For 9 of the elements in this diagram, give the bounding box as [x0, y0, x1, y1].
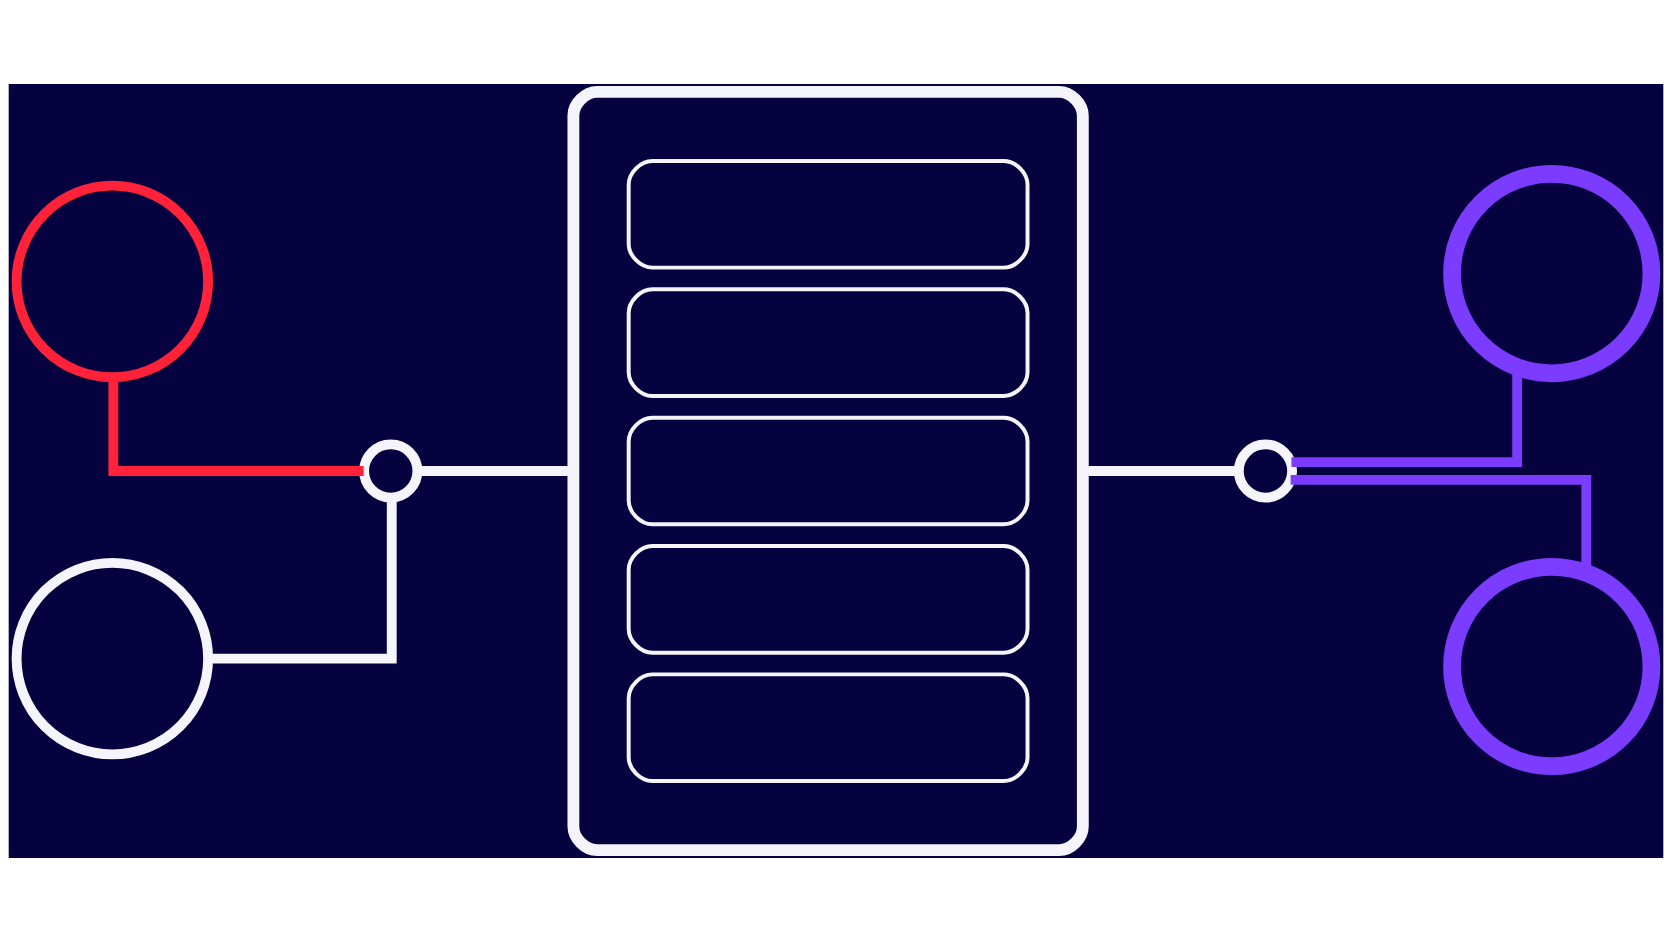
- node-circle: [1443, 164, 1661, 382]
- node-circle: [359, 438, 423, 503]
- connector: [1291, 371, 1523, 467]
- node-circle: [11, 557, 214, 759]
- connector: [1290, 474, 1592, 568]
- node-circle: [1233, 438, 1298, 503]
- node-circle: [1443, 557, 1661, 775]
- node-box: [567, 85, 1089, 856]
- node-circle: [11, 180, 214, 382]
